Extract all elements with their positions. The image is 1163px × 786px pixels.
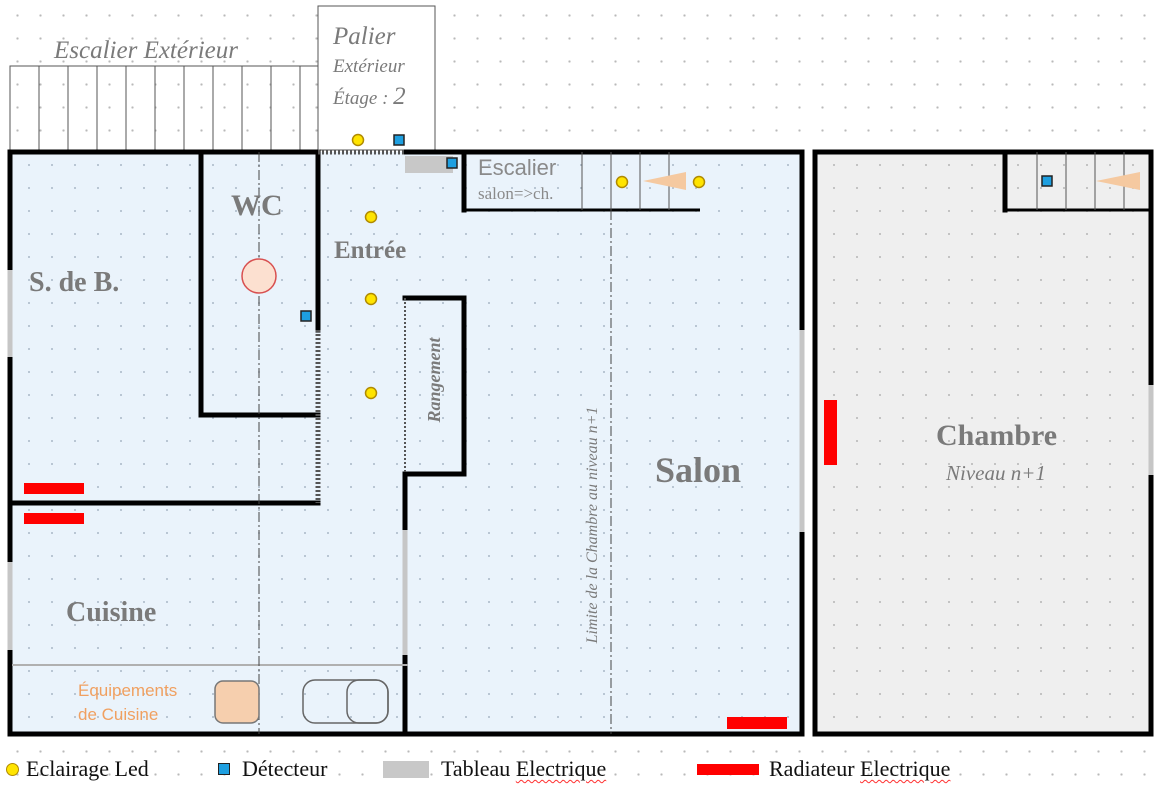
led-light bbox=[692, 175, 706, 189]
detector bbox=[393, 134, 405, 146]
label-escalier-sub: salon=>ch. bbox=[478, 184, 554, 203]
radiateur-chambre bbox=[824, 400, 837, 465]
detector bbox=[1041, 175, 1053, 187]
label-etage-prefix: Étage : bbox=[333, 88, 389, 109]
detector-swatch-icon bbox=[218, 763, 230, 775]
led-swatch-icon bbox=[6, 762, 19, 776]
stair-arrow bbox=[643, 172, 686, 190]
label-palier-exterieur: Extérieur bbox=[333, 56, 405, 77]
detector bbox=[446, 157, 458, 169]
legend-radiateur: Radiateur Electrique bbox=[697, 756, 950, 782]
label-cuisine: Cuisine bbox=[66, 597, 157, 628]
led-light bbox=[364, 292, 378, 306]
label-rangement: Rangement bbox=[424, 337, 444, 423]
legend-led: Eclairage Led bbox=[6, 756, 149, 782]
legend-radiateur-prefix: Radiateur bbox=[769, 756, 861, 781]
label-escalier: Escalier bbox=[478, 155, 557, 180]
label-equipements-2: de Cuisine bbox=[78, 705, 159, 724]
legend-radiateur-word: Electrique bbox=[860, 756, 951, 781]
tableau-electrique bbox=[405, 156, 453, 173]
exterior-staircase bbox=[9, 65, 318, 150]
windows bbox=[7, 270, 1154, 655]
tableau-swatch-icon bbox=[383, 760, 429, 778]
label-etage: Étage : 2 bbox=[333, 84, 406, 109]
led-light bbox=[364, 386, 378, 400]
label-limite: Limite de la Chambre au niveau n+1 bbox=[584, 406, 601, 644]
legend-tableau-word: Electrique bbox=[515, 756, 607, 781]
label-chambre-niveau: Niveau n+1 bbox=[946, 461, 1046, 485]
label-etage-num: 2 bbox=[393, 83, 406, 110]
chambre-staircase bbox=[1005, 152, 1151, 212]
axis-lines bbox=[258, 152, 612, 734]
led-light bbox=[615, 175, 629, 189]
chambre-stair-arrow bbox=[1096, 172, 1140, 190]
palier-exterieur-outline bbox=[317, 5, 436, 151]
radiator-swatch-icon bbox=[697, 763, 759, 775]
led-lights bbox=[351, 133, 706, 400]
legend-led-label: Eclairage Led bbox=[26, 756, 149, 781]
legend-detecteur-label: Détecteur bbox=[242, 756, 328, 781]
radiateur-sdb bbox=[24, 483, 84, 494]
legend-tableau-label: Tableau Electrique bbox=[441, 756, 606, 782]
label-entree: Entrée bbox=[334, 237, 407, 264]
detector bbox=[300, 310, 312, 322]
legend-radiateur-label: Radiateur Electrique bbox=[769, 756, 950, 782]
label-sdb: S. de B. bbox=[29, 267, 120, 298]
legend-tableau: Tableau Electrique bbox=[383, 756, 606, 782]
legend-detecteur: Détecteur bbox=[218, 756, 328, 782]
label-wc: WC bbox=[231, 189, 283, 222]
interior-staircase bbox=[464, 152, 700, 212]
dotted-partitions bbox=[315, 149, 406, 503]
label-palier: Palier bbox=[333, 23, 396, 50]
wc-bowl bbox=[241, 258, 277, 294]
radiateur-cuisine bbox=[24, 513, 84, 524]
radiators bbox=[24, 400, 837, 729]
label-equipements-1: Équipements bbox=[78, 681, 178, 700]
radiateur-salon bbox=[727, 717, 787, 729]
kitchen-sink bbox=[302, 679, 389, 724]
label-salon: Salon bbox=[655, 450, 742, 490]
led-light bbox=[364, 210, 378, 224]
label-escalier-exterieur: Escalier Extérieur bbox=[54, 37, 238, 64]
label-chambre: Chambre bbox=[936, 419, 1058, 452]
led-light bbox=[351, 133, 365, 147]
kitchen-equipment bbox=[214, 680, 260, 724]
detectors bbox=[300, 134, 1053, 322]
legend-tableau-prefix: Tableau bbox=[441, 756, 516, 781]
chambre-floor bbox=[815, 152, 1151, 734]
